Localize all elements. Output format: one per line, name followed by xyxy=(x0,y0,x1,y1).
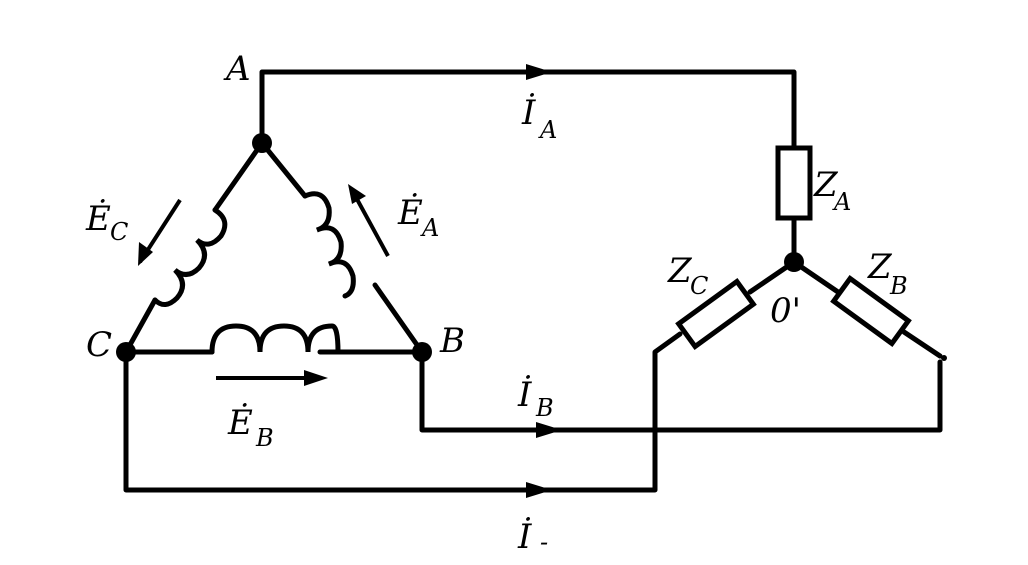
emf-arrows xyxy=(138,184,390,386)
emf-a-subscript: A xyxy=(420,214,439,242)
junction-neutral xyxy=(784,252,804,272)
terminal-b-dot xyxy=(941,355,947,361)
current-b-subscript: B xyxy=(535,394,554,422)
line-b xyxy=(419,349,943,433)
impedance-c-subscript: C xyxy=(690,272,708,300)
emf-label-c: Ė C xyxy=(85,199,128,246)
impedance-zb xyxy=(830,275,912,347)
impedance-a-symbol: Z xyxy=(813,165,839,205)
coil-b xyxy=(209,323,341,355)
wire-a-to-coil-a xyxy=(259,140,308,199)
emf-c-arrowhead xyxy=(138,242,153,266)
emf-label-b: Ė B xyxy=(227,403,274,452)
impedance-b-subscript: B xyxy=(889,272,908,300)
current-a-symbol: İ xyxy=(521,93,536,133)
impedance-b-symbol: Z xyxy=(867,247,893,287)
junction-c xyxy=(116,342,136,362)
current-c-symbol: İ xyxy=(517,517,532,557)
junction-b xyxy=(412,342,432,362)
node-label-c: C xyxy=(86,325,112,365)
current-c-subscript: - xyxy=(540,528,548,556)
coil-a xyxy=(302,191,356,299)
emf-label-a: Ė A xyxy=(397,193,439,242)
wire-zb-to-terminal xyxy=(901,329,943,359)
current-label-a: İ A xyxy=(521,93,557,144)
emf-b-arrowhead xyxy=(304,370,328,386)
current-b-symbol: İ xyxy=(517,375,532,415)
emf-b-symbol: Ė xyxy=(227,403,253,443)
impedance-c-symbol: Z xyxy=(667,251,693,291)
impedance-a-subscript: A xyxy=(832,188,851,216)
impedance-zc xyxy=(675,278,757,350)
delta-source xyxy=(123,140,425,355)
emf-a-arrowhead xyxy=(348,184,366,204)
current-arrows xyxy=(526,64,562,498)
current-label-b: İ B xyxy=(517,375,554,422)
current-a-arrowhead xyxy=(526,64,552,80)
current-b-arrowhead xyxy=(536,422,562,438)
emf-c-symbol: Ė xyxy=(85,199,111,239)
wire-a-to-coil-c xyxy=(212,140,265,213)
emf-a-arrow xyxy=(350,189,390,257)
current-a-subscript: A xyxy=(538,116,557,144)
emf-c-subscript: C xyxy=(110,218,128,246)
coil-c xyxy=(152,207,228,307)
junctions xyxy=(116,133,947,362)
junction-a xyxy=(252,133,272,153)
node-label-neutral: 0' xyxy=(770,291,801,331)
line-c xyxy=(123,331,683,493)
star-load xyxy=(675,145,943,359)
impedance-za xyxy=(775,145,813,221)
emf-b-subscript: B xyxy=(255,424,274,452)
emf-a-symbol: Ė xyxy=(397,193,423,233)
wire-coil-a-to-b xyxy=(372,282,425,355)
node-label-b: B xyxy=(439,321,465,361)
impedance-label-c: Z C xyxy=(667,251,708,300)
current-label-c: İ - xyxy=(517,517,548,557)
impedance-label-b: Z B xyxy=(867,247,908,300)
current-c-arrowhead xyxy=(526,482,552,498)
impedance-label-a: Z A xyxy=(813,165,851,216)
node-label-a: A xyxy=(223,49,251,89)
